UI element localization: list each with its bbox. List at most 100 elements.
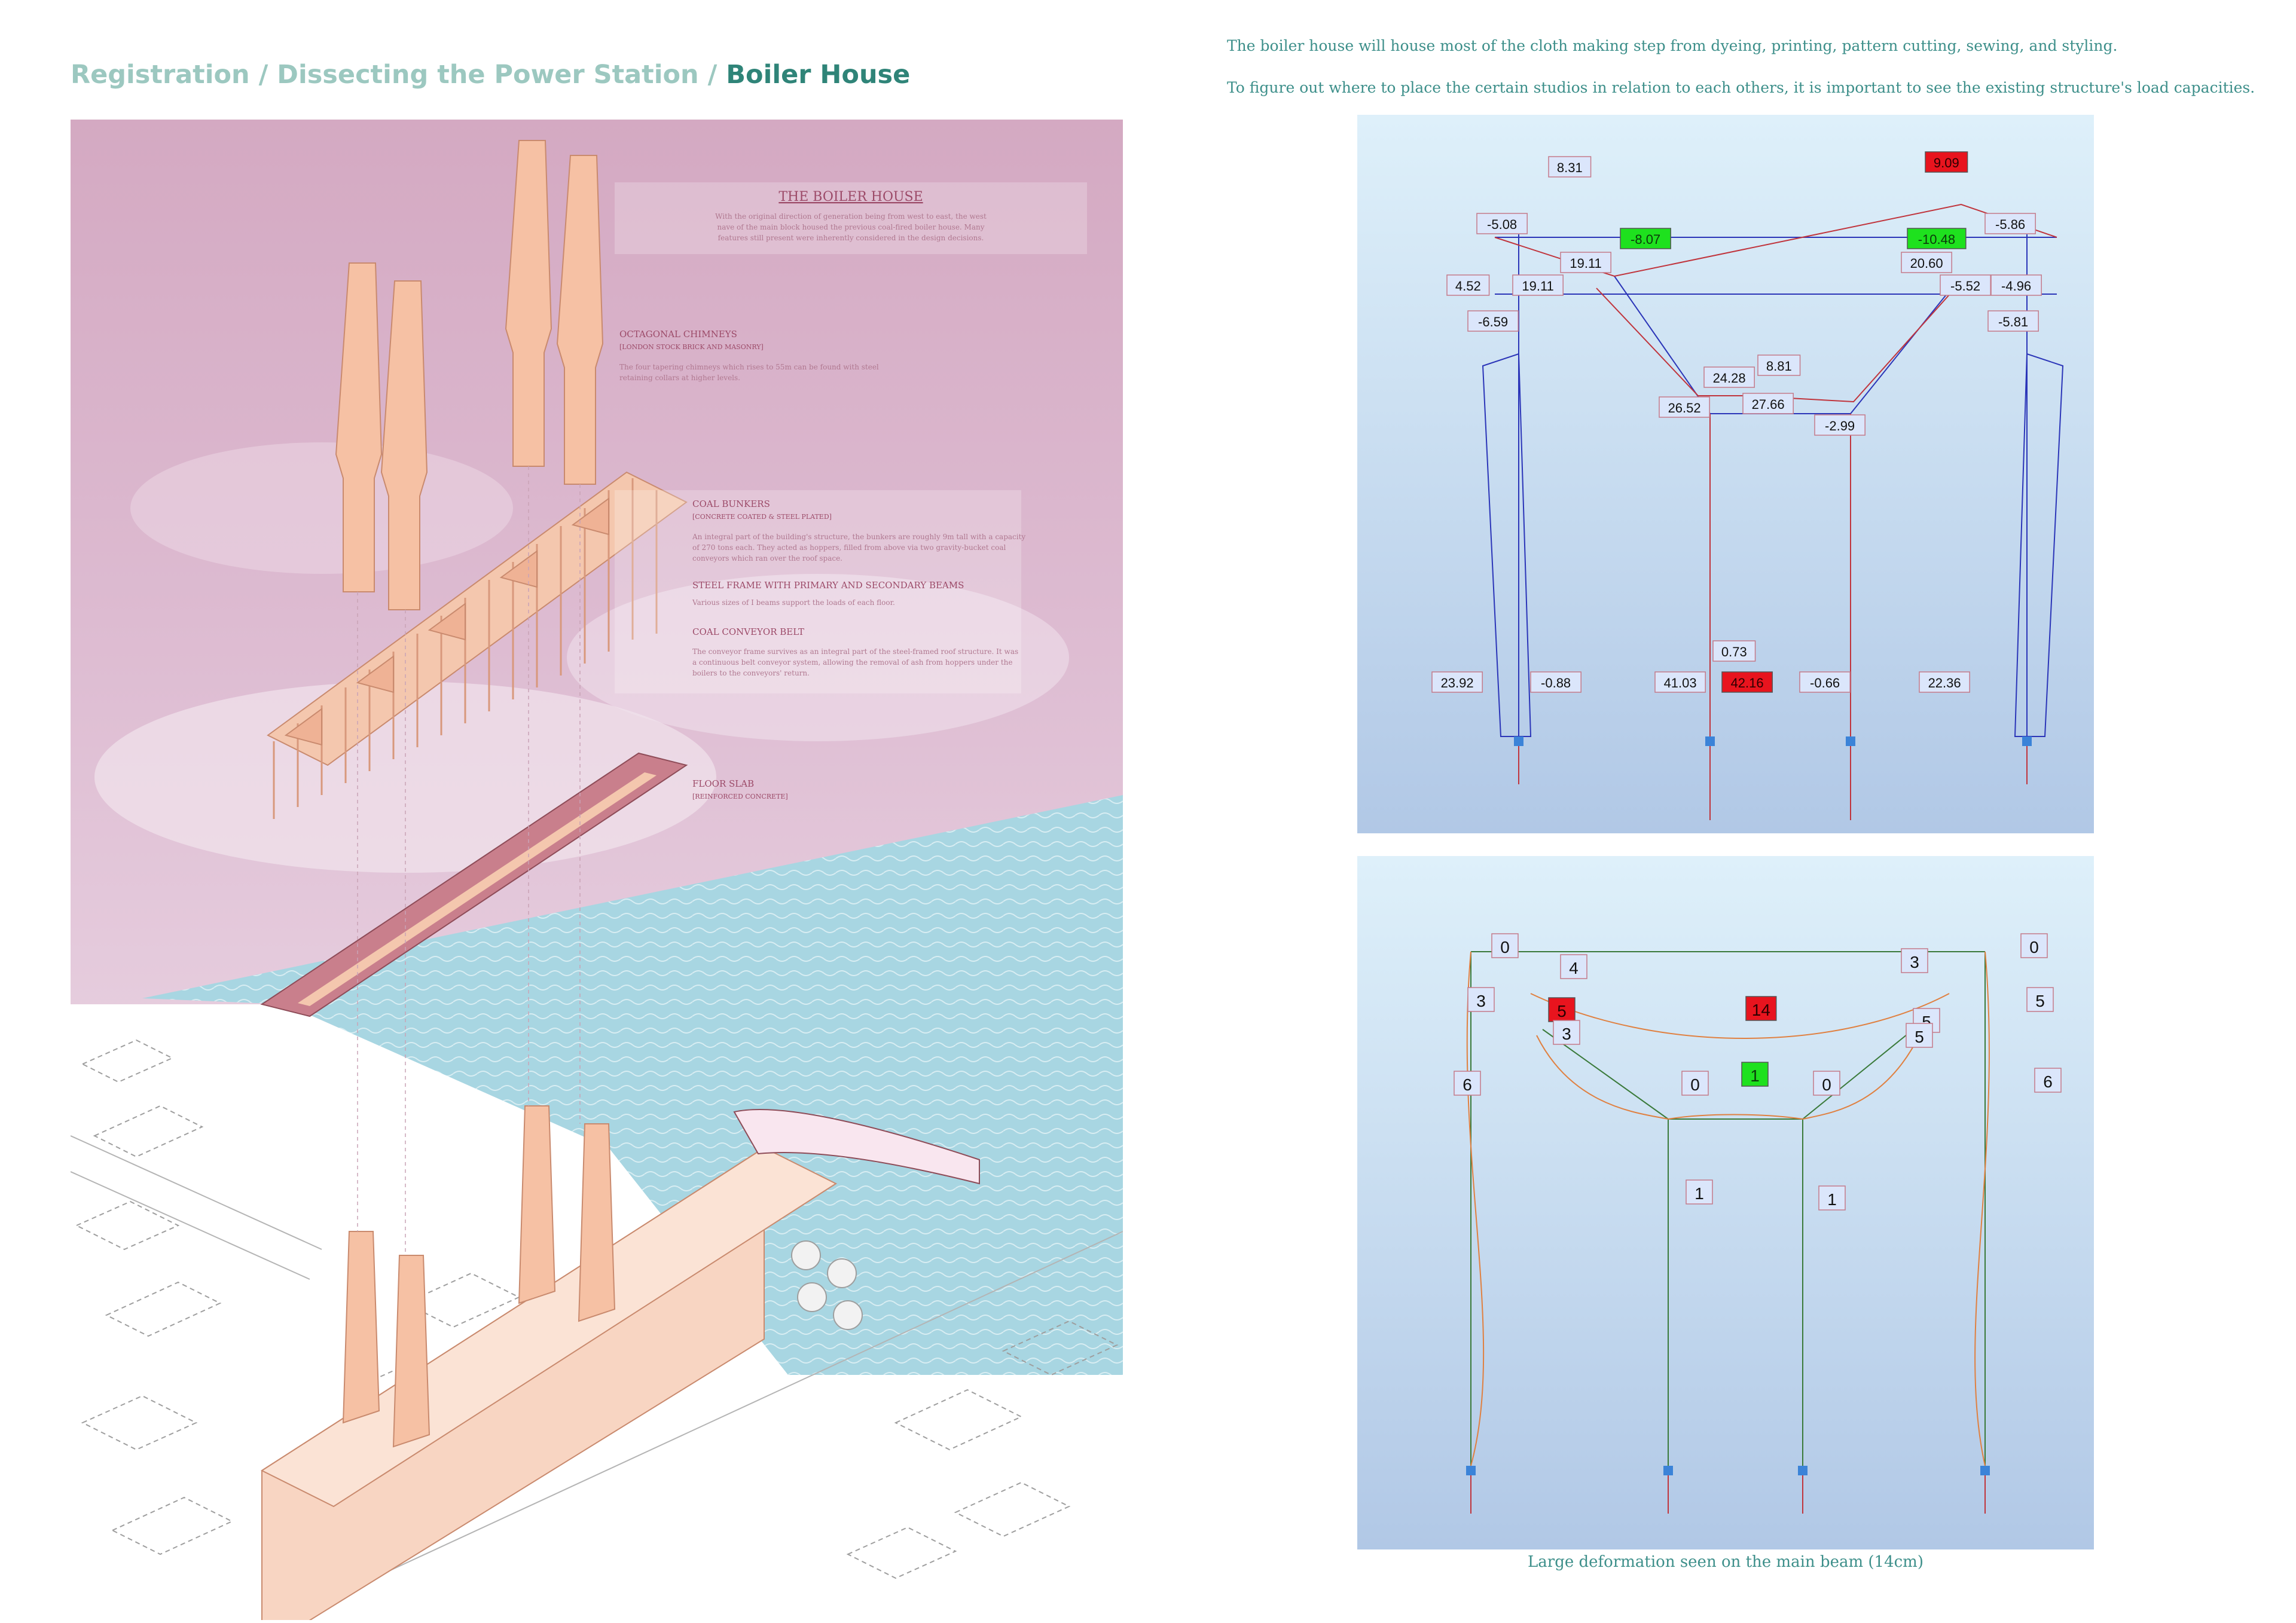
deformation-label-text: 1	[1694, 1184, 1704, 1203]
breadcrumb-separator: /	[698, 60, 726, 90]
moment-label-box	[1925, 151, 1968, 173]
deformation-label: 6	[2034, 1068, 2062, 1093]
moment-label: 27.66	[1742, 393, 1794, 414]
intro-text-1: The boiler house will house most of the …	[1227, 37, 2118, 54]
moment-label-text: 19.11	[1522, 279, 1553, 294]
deformation-label-text: 5	[2035, 992, 2045, 1010]
moment-label-box	[1560, 252, 1611, 273]
conveyor-body: a continuous belt conveyor system, allow…	[692, 658, 1012, 667]
moment-label-box	[1654, 671, 1706, 693]
supports	[1466, 1466, 1990, 1475]
breadcrumb-registration[interactable]: Registration	[71, 60, 250, 90]
deformation-label-box	[1560, 954, 1587, 979]
moment-label: 24.28	[1703, 366, 1755, 388]
slab-title: FLOOR SLAB	[692, 778, 754, 789]
breadcrumb-current: Boiler House	[726, 60, 911, 90]
moment-label: 8.81	[1757, 354, 1801, 376]
floor-slab	[260, 752, 688, 1017]
deformation-label: 3	[1467, 987, 1495, 1012]
chimneys-title: OCTAGONAL CHIMNEYS	[619, 329, 737, 340]
deformation-label-box	[1467, 987, 1495, 1012]
deformation-label-text: 6	[2043, 1072, 2053, 1091]
deformation-label: 0	[1813, 1071, 1840, 1096]
boiler-house-heading: THE BOILER HOUSE	[778, 189, 923, 204]
deformation-label-box	[2034, 1068, 2062, 1093]
deformation-label: 1	[1686, 1179, 1713, 1205]
moment-label: 23.92	[1431, 671, 1483, 693]
moment-label-text: -5.52	[1950, 279, 1980, 294]
deformed-shape	[1466, 951, 1990, 1466]
supports	[1514, 736, 2032, 746]
moment-label-text: -2.99	[1825, 418, 1855, 433]
moment-label-text: 4.52	[1455, 279, 1481, 294]
bunkers-body: conveyors which ran over the roof space.	[692, 554, 842, 563]
moment-label: 26.52	[1659, 396, 1710, 418]
river	[142, 795, 1123, 1375]
conveyor-body: The conveyor frame survives as an integr…	[692, 647, 1018, 656]
deformation-label-box	[2020, 933, 2048, 958]
moment-label-text: 0.73	[1721, 644, 1747, 659]
moment-label-box	[1659, 396, 1710, 418]
conveyor-body: boilers to the conveyors' return.	[692, 669, 810, 677]
moment-label: -4.96	[1990, 274, 2042, 296]
deformation-label-box	[1818, 1185, 1846, 1211]
deformation-label-text: 5	[1915, 1028, 1924, 1046]
moment-label-text: 9.09	[1934, 155, 1959, 170]
deformation-caption: Large deformation seen on the main beam …	[1528, 1553, 1923, 1571]
moment-label-text: 42.16	[1731, 676, 1764, 690]
deformation-label: 5	[2026, 987, 2054, 1012]
deformation-label-text: 1	[1827, 1190, 1837, 1209]
deformation-label-text: 0	[2029, 938, 2039, 956]
moment-label: 41.03	[1654, 671, 1706, 693]
moment-label-text: 19.11	[1570, 256, 1601, 271]
annotation-intro-line: features still present were inherently c…	[718, 234, 984, 242]
moment-label: -8.07	[1620, 228, 1671, 249]
deformation-label-box	[1548, 997, 1576, 1022]
bunkers-title: COAL BUNKERS	[692, 499, 770, 509]
chimneys-subtitle: [LONDON STOCK BRICK AND MASONRY]	[619, 343, 764, 351]
original-frame	[1470, 951, 1986, 1466]
coal-bunkers	[267, 471, 688, 819]
moment-label-box	[1940, 274, 1991, 296]
moment-label-box	[1530, 671, 1581, 693]
deformation-label-text: 0	[1690, 1075, 1700, 1094]
chimneys-body: The four tapering chimneys which rises t…	[619, 363, 879, 371]
moment-label-box	[1757, 354, 1801, 376]
moment-label-text: -5.08	[1487, 217, 1517, 232]
moment-label-box	[1620, 228, 1671, 249]
moment-label: 19.11	[1512, 274, 1564, 296]
moment-label-text: -0.88	[1541, 676, 1571, 690]
deformation-label: 4	[1560, 954, 1587, 979]
moment-label-box	[1712, 640, 1756, 662]
deformation-label-box	[1454, 1071, 1481, 1096]
moment-label: 19.11	[1560, 252, 1611, 273]
deformation-label-box	[1681, 1071, 1709, 1096]
deformation-label-text: 5	[1557, 1002, 1567, 1020]
moment-label-box	[1431, 671, 1483, 693]
moment-label-text: 41.03	[1664, 676, 1697, 690]
deformation-label-box	[1741, 1062, 1769, 1087]
annotation-box-intro	[615, 182, 1087, 254]
breadcrumb-dissecting[interactable]: Dissecting the Power Station	[277, 60, 699, 90]
moment-label-box	[1703, 366, 1755, 388]
intro-text-2: To figure out where to place the certain…	[1227, 79, 2255, 96]
moment-label-text: 27.66	[1752, 397, 1785, 412]
moment-label-text: 24.28	[1713, 371, 1746, 386]
deformation-label: 0	[2020, 933, 2048, 958]
moment-label: -5.08	[1476, 213, 1528, 234]
analysis-background	[1357, 115, 2094, 833]
moment-label-text: -8.07	[1631, 232, 1660, 247]
moment-label-box	[1742, 393, 1794, 414]
moment-label-box	[1990, 274, 2042, 296]
annotation-box-bunkers	[615, 490, 1021, 693]
moment-label: 4.52	[1446, 274, 1490, 296]
deformation-label: 6	[1454, 1071, 1481, 1096]
moment-label-text: -5.86	[1995, 217, 2025, 232]
annotation-intro-line: nave of the main block housed the previo…	[717, 223, 984, 231]
moment-label-box	[1919, 671, 1970, 693]
bunkers-subtitle: [CONCRETE COATED & STEEL PLATED]	[692, 513, 832, 521]
moment-label-text: 8.81	[1766, 359, 1792, 374]
moment-label-box	[1984, 213, 2036, 234]
